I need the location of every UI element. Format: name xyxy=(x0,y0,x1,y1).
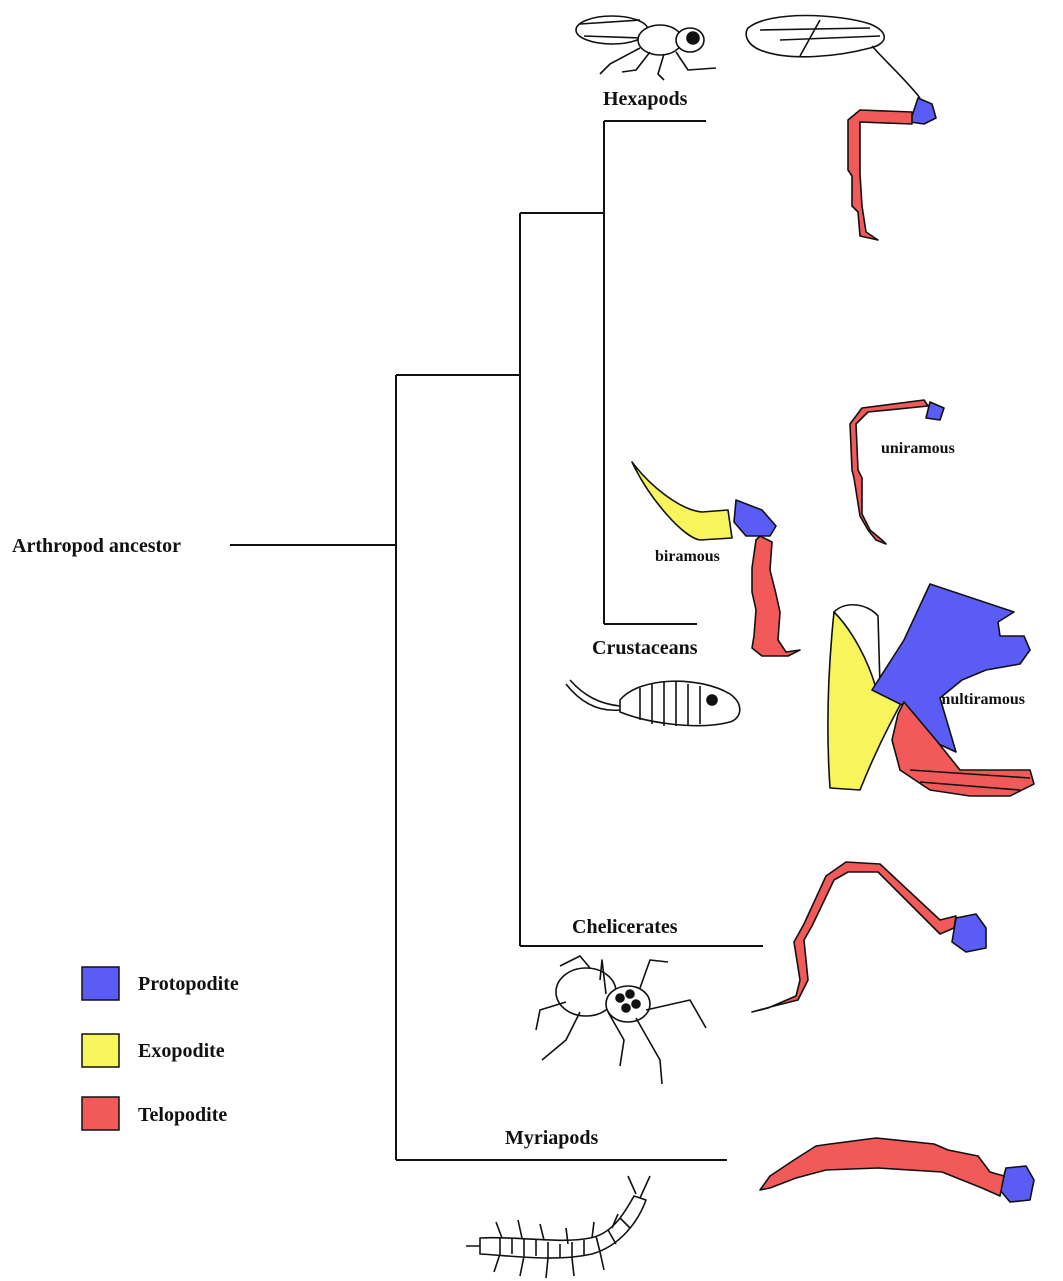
clade-label-chelicerates: Chelicerates xyxy=(572,916,678,938)
legend-swatch-protopodite xyxy=(82,967,119,1000)
clade-label-hexapods: Hexapods xyxy=(603,88,688,110)
limb-type-uniramous: uniramous xyxy=(881,440,955,457)
legend-item-exopodite: Exopodite xyxy=(82,1034,225,1067)
legend-label-exopodite: Exopodite xyxy=(138,1040,225,1062)
limb-type-multiramous: multiramous xyxy=(937,691,1025,708)
fly-icon xyxy=(576,16,716,80)
legend-label-protopodite: Protopodite xyxy=(138,973,239,995)
clade-label-crustaceans: Crustaceans xyxy=(592,637,698,659)
spider-icon xyxy=(536,956,706,1084)
root-label: Arthropod ancestor xyxy=(12,535,181,557)
uniramous-limb xyxy=(850,400,944,544)
legend-item-protopodite: Protopodite xyxy=(82,967,239,1000)
clade-label-myriapods: Myriapods xyxy=(505,1127,599,1149)
legend: Protopodite Exopodite Telopodite xyxy=(82,967,239,1130)
multiramous-limb xyxy=(828,584,1034,796)
legend-label-telopodite: Telopodite xyxy=(138,1104,227,1126)
hexapod-limb xyxy=(746,16,936,241)
chelicerate-limb xyxy=(752,862,986,1012)
myriapod-limb xyxy=(760,1138,1034,1202)
triops-icon xyxy=(566,680,740,726)
legend-swatch-exopodite xyxy=(82,1034,119,1067)
legend-item-telopodite: Telopodite xyxy=(82,1097,227,1130)
centipede-icon xyxy=(466,1176,650,1278)
limb-type-biramous: biramous xyxy=(655,548,720,565)
legend-swatch-telopodite xyxy=(82,1097,119,1130)
